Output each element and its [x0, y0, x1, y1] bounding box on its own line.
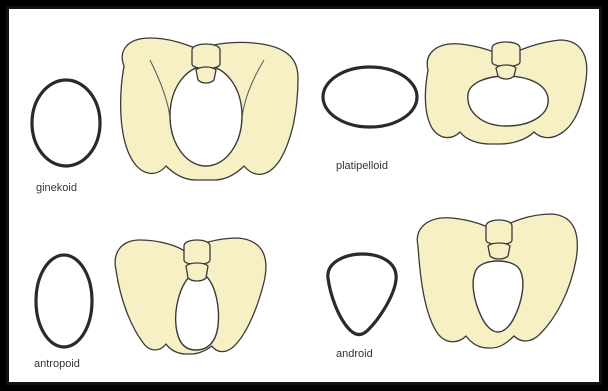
platypelloid-label: platipelloid: [336, 160, 388, 172]
gynecoid-outline-icon: [32, 80, 100, 166]
platypelloid-outline-icon: [323, 67, 417, 127]
android-pelvis-illustration: [417, 214, 577, 348]
android-label: android: [336, 348, 373, 360]
platypelloid-pelvis-illustration: [425, 40, 586, 144]
anthropoid-outline-icon: [36, 255, 92, 347]
android-outline-icon: [328, 254, 396, 335]
anthropoid-pelvis-illustration: [115, 238, 266, 354]
gynecoid-pelvis-illustration: [121, 38, 298, 180]
anthropoid-label: antropoid: [34, 358, 80, 370]
gynecoid-label: ginekoid: [36, 182, 77, 194]
